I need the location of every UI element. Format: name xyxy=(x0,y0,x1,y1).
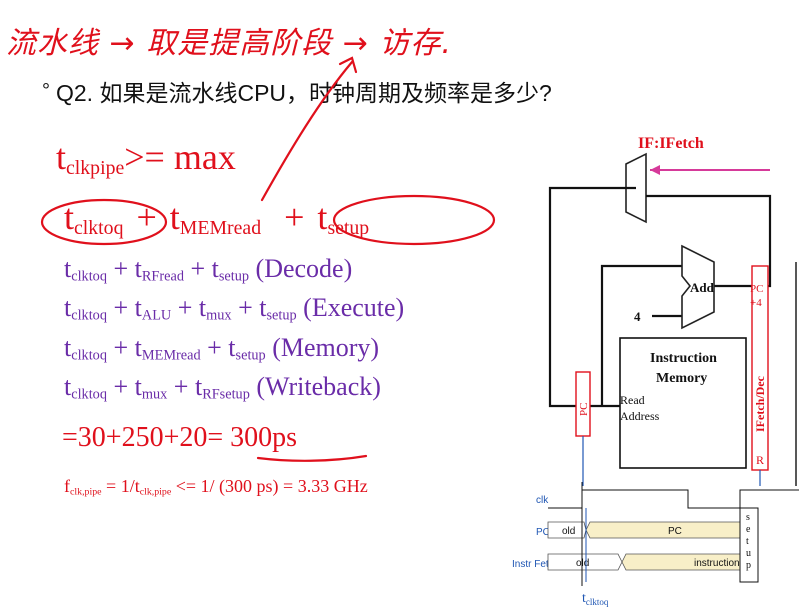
circle-tclktoq xyxy=(40,198,168,246)
pc-old-cell xyxy=(547,521,587,539)
read-address-2: Address xyxy=(620,409,660,423)
svg-text:e: e xyxy=(746,524,751,535)
pc4-label-1: PC xyxy=(750,283,763,295)
timing-diagram: clk PC Instr Fetch old PC old instructio… xyxy=(512,482,799,607)
formula-tclkpipe: tclkpipe>= max xyxy=(56,137,236,179)
wire-mux-out xyxy=(548,186,636,408)
pc-new-text: PC xyxy=(668,526,682,537)
fetch-label: Instr Fetch xyxy=(512,559,559,570)
clk-label: clk xyxy=(536,495,549,506)
formula-memory: tclktoq + tMEMread + tsetup (Memory) xyxy=(64,333,380,364)
annotation-arrow-head xyxy=(338,56,358,74)
formula-execute: tclktoq + tALU + tmux + tsetup (Execute) xyxy=(64,293,405,324)
read-address-1: Read xyxy=(620,393,645,407)
pc-old-text: old xyxy=(562,526,575,537)
clk-waveform xyxy=(548,489,799,509)
stage-title: IF:IFetch xyxy=(638,135,704,152)
imem-title-2: Memory xyxy=(656,371,707,386)
question-line: ° Q2. 如果是流水线CPU，时钟周期及频率是多少? xyxy=(42,74,552,108)
formula-writeback: tclktoq + tmux + tRFsetup (Writeback) xyxy=(64,372,381,403)
imem-title-1: Instruction xyxy=(650,351,717,366)
pipe-reg-label: IFetch/Dec xyxy=(753,375,767,432)
svg-text:s: s xyxy=(746,512,750,523)
setup-label: s e t u p xyxy=(746,512,751,571)
wire-pc-to-add xyxy=(600,264,682,406)
formula-frequency: fclk,pipe = 1/tclk,pipe <= 1/ (300 ps) =… xyxy=(64,476,368,498)
add-label: Add xyxy=(690,280,715,295)
pink-arrowhead xyxy=(650,165,660,175)
pc-new-cell xyxy=(585,521,741,539)
circle-tsetup xyxy=(332,194,496,246)
pc-register-label: PC xyxy=(578,403,590,416)
underline-300ps xyxy=(256,454,368,462)
question-text: Q2. 如果是流水线CPU，时钟周期及频率是多少? xyxy=(56,80,552,106)
tclktoq-label: tclktoq xyxy=(582,591,609,607)
formula-sum: =30+250+20= 300ps xyxy=(62,422,298,453)
four-label: 4 xyxy=(634,309,641,324)
formula-decode: tclktoq + tRFread + tsetup (Decode) xyxy=(64,254,353,285)
fetch-old-text: old xyxy=(576,558,589,569)
fetch-old-cell xyxy=(547,553,623,571)
svg-text:u: u xyxy=(746,548,751,559)
svg-text:p: p xyxy=(746,560,751,571)
formula-fetch-path: tclktoq + tMEMread + tsetup xyxy=(64,197,370,239)
setup-box xyxy=(739,507,759,583)
pc-timing-label: PC xyxy=(536,527,550,538)
add-unit xyxy=(681,244,715,330)
svg-text:t: t xyxy=(746,536,749,547)
bullet: ° xyxy=(42,80,50,102)
annotation-arrow xyxy=(260,60,354,202)
r-label: R xyxy=(756,453,764,467)
pc4-label-2: +4 xyxy=(750,297,762,309)
fetch-new-text: instruction xyxy=(694,558,740,569)
ifetch-diagram: IF:IFetch Add 4 PC Instruction Memory Re… xyxy=(548,135,797,486)
instruction-memory xyxy=(619,337,747,469)
handwritten-annotation: 流水线 → 取是提高阶段 → 访存. xyxy=(6,26,452,61)
